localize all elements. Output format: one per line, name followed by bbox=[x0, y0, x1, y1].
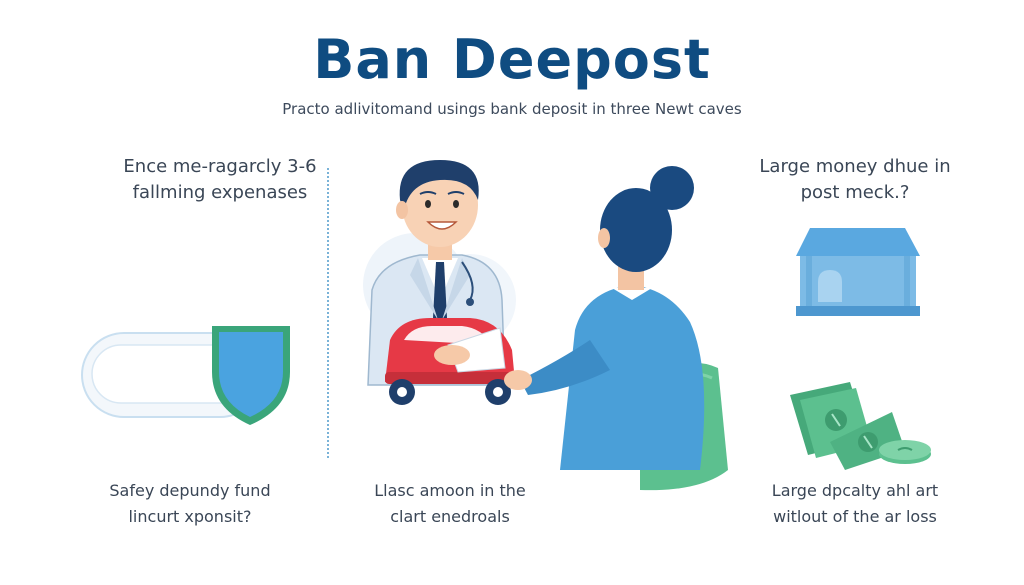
middle-caption: Llasc amoon in the clart enedroals bbox=[345, 478, 555, 530]
right-caption-line1: Large dpcalty ahl art bbox=[771, 481, 939, 500]
middle-caption-line2: clart enedroals bbox=[390, 507, 510, 526]
left-heading-line1: Ence me-ragarcly 3-6 bbox=[123, 156, 317, 177]
column-divider bbox=[327, 168, 329, 458]
left-caption-line1: Safey depundy fund bbox=[109, 481, 271, 500]
page-subtitle: Practo adlivitomand usings bank deposit … bbox=[282, 100, 742, 118]
money-stack-icon bbox=[790, 382, 931, 470]
page-title: Ban Deepost bbox=[313, 28, 711, 91]
left-heading: Ence me-ragarcly 3-6 fallming expenases bbox=[50, 154, 390, 206]
right-heading-line1: Large money dhue in bbox=[759, 156, 951, 177]
right-caption-line2: witlout of the ar loss bbox=[773, 507, 937, 526]
left-caption: Safey depundy fund lincurt xponsit? bbox=[60, 478, 320, 530]
right-caption: Large dpcalty ahl art witlout of the ar … bbox=[735, 478, 975, 530]
left-heading-line2: fallming expenases bbox=[132, 182, 308, 203]
advisor-hand bbox=[434, 345, 470, 365]
left-caption-line2: lincurt xponsit? bbox=[128, 507, 252, 526]
middle-caption-line1: Llasc amoon in the bbox=[374, 481, 526, 500]
client-person bbox=[504, 166, 705, 470]
bank-building-icon bbox=[796, 228, 920, 316]
shield-icon bbox=[212, 326, 290, 425]
right-heading-line2: post meck.? bbox=[800, 182, 910, 203]
right-heading: Large money dhue in post meck.? bbox=[730, 154, 980, 206]
